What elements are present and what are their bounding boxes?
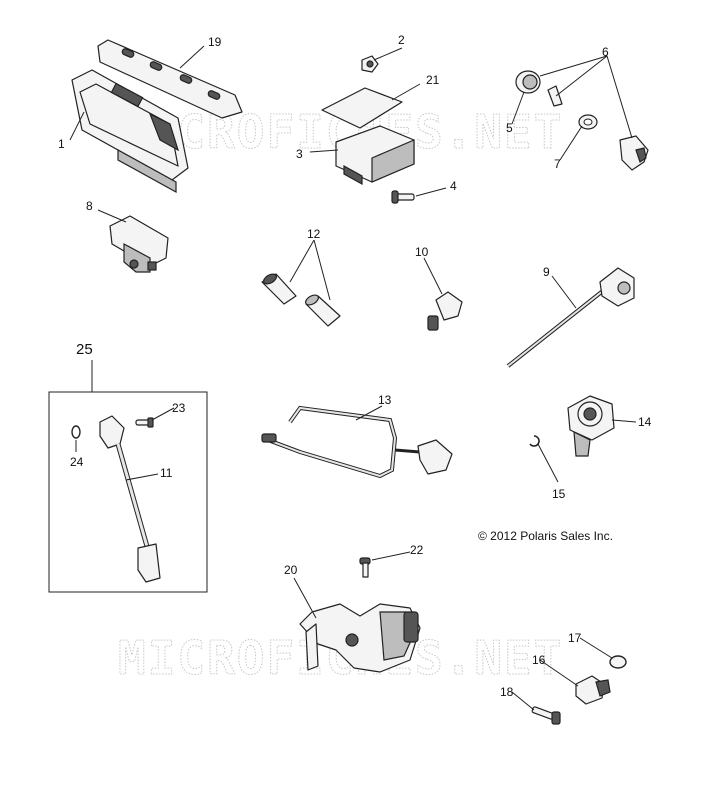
callout-16: 16 [532,653,546,667]
part-14-knock-sensor[interactable] [567,395,615,457]
callout-19: 19 [208,35,222,49]
part-22-screw[interactable] [359,557,371,578]
callout-2: 2 [398,33,405,47]
callout-18: 18 [500,685,514,699]
part-20-valve[interactable] [299,603,421,673]
part-17-oring[interactable] [609,655,627,669]
callout-23: 23 [172,401,186,415]
callout-17: 17 [568,631,582,645]
part-8-map-sensor[interactable] [109,215,169,273]
callout-20: 20 [284,563,298,577]
callout-15: 15 [552,487,566,501]
part-11-harness[interactable] [99,415,161,583]
callout-25: 25 [76,341,93,358]
part-21-plate[interactable] [321,87,403,129]
part-12-sensors[interactable] [261,272,341,327]
callout-12: 12 [307,227,321,241]
part-4-screw[interactable] [391,190,415,204]
callout-8: 8 [86,199,93,213]
callout-24: 24 [70,455,84,469]
part-6-sensor[interactable] [619,135,649,171]
part-6-clip[interactable] [547,85,563,107]
part-5-cap[interactable] [515,70,541,94]
part-3-relay-box[interactable] [335,125,415,186]
callout-22: 22 [410,543,424,557]
part-19-bracket[interactable] [97,39,243,119]
callout-10: 10 [415,245,429,259]
callout-13: 13 [378,393,392,407]
part-16-sensor[interactable] [575,675,611,705]
callout-1: 1 [58,137,65,151]
callout-4: 4 [450,179,457,193]
leader-lines [69,45,637,711]
part-1-ecu[interactable] [71,69,189,194]
part-9-probe-sensor[interactable] [506,267,635,368]
callout-9: 9 [543,265,550,279]
part-7-washer[interactable] [578,114,598,130]
part-24-oring[interactable] [71,425,81,439]
part-2-nut[interactable] [361,55,379,73]
kit-25-box [48,391,208,593]
callout-7: 7 [554,157,561,171]
callout-21: 21 [426,73,440,87]
part-10-temp-sensor[interactable] [427,291,463,331]
callout-14: 14 [638,415,652,429]
part-18-bolt[interactable] [531,706,561,725]
callout-5: 5 [506,121,513,135]
part-23-screw[interactable] [135,417,154,428]
part-15-clip[interactable] [529,435,540,447]
callout-11: 11 [160,466,173,480]
part-13-wire-harness[interactable] [261,405,453,479]
copyright-text: © 2012 Polaris Sales Inc. [478,529,613,543]
callout-3: 3 [296,147,303,161]
callout-6: 6 [602,45,609,59]
